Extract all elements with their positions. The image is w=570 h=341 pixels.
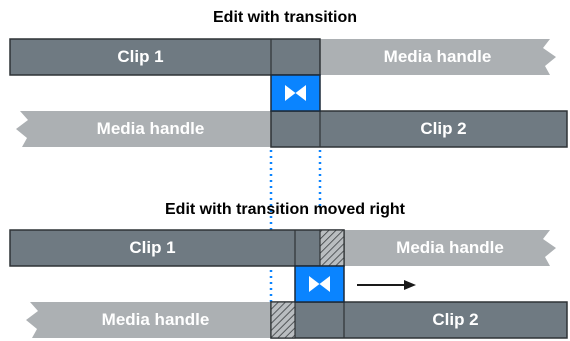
bottom-media-handle-left-label: Media handle (101, 310, 210, 329)
bottom-media-handle-right-label: Media handle (396, 238, 504, 257)
bottom-clip2-label: Clip 2 (432, 310, 479, 329)
top-media-handle-left (16, 111, 271, 147)
bottom-clip2-bar (270, 301, 568, 339)
top-clip1-label: Clip 1 (117, 47, 164, 66)
top-diagram-title: Edit with transition (213, 9, 357, 26)
top-media-handle-left-label: Media handle (96, 119, 205, 138)
bowtie-transition-icon (309, 276, 330, 292)
top-clip1-bar (9, 38, 321, 76)
bowtie-transition-icon (285, 85, 306, 101)
right-arrow-icon (357, 280, 416, 290)
top-media-handle-right-label: Media handle (383, 47, 492, 66)
bottom-media-handle-right (344, 230, 556, 266)
top-clip2-label: Clip 2 (420, 119, 467, 138)
bottom-clip1-label: Clip 1 (129, 238, 176, 257)
bottom-clip1-extension-hatched (319, 229, 345, 267)
bottom-clip2-extension-hatched (270, 301, 296, 339)
bottom-media-handle-left (26, 302, 295, 338)
bottom-clip1-bar (9, 229, 345, 267)
bottom-diagram-title: Edit with transition moved right (165, 201, 405, 218)
top-media-handle-right (320, 39, 556, 75)
